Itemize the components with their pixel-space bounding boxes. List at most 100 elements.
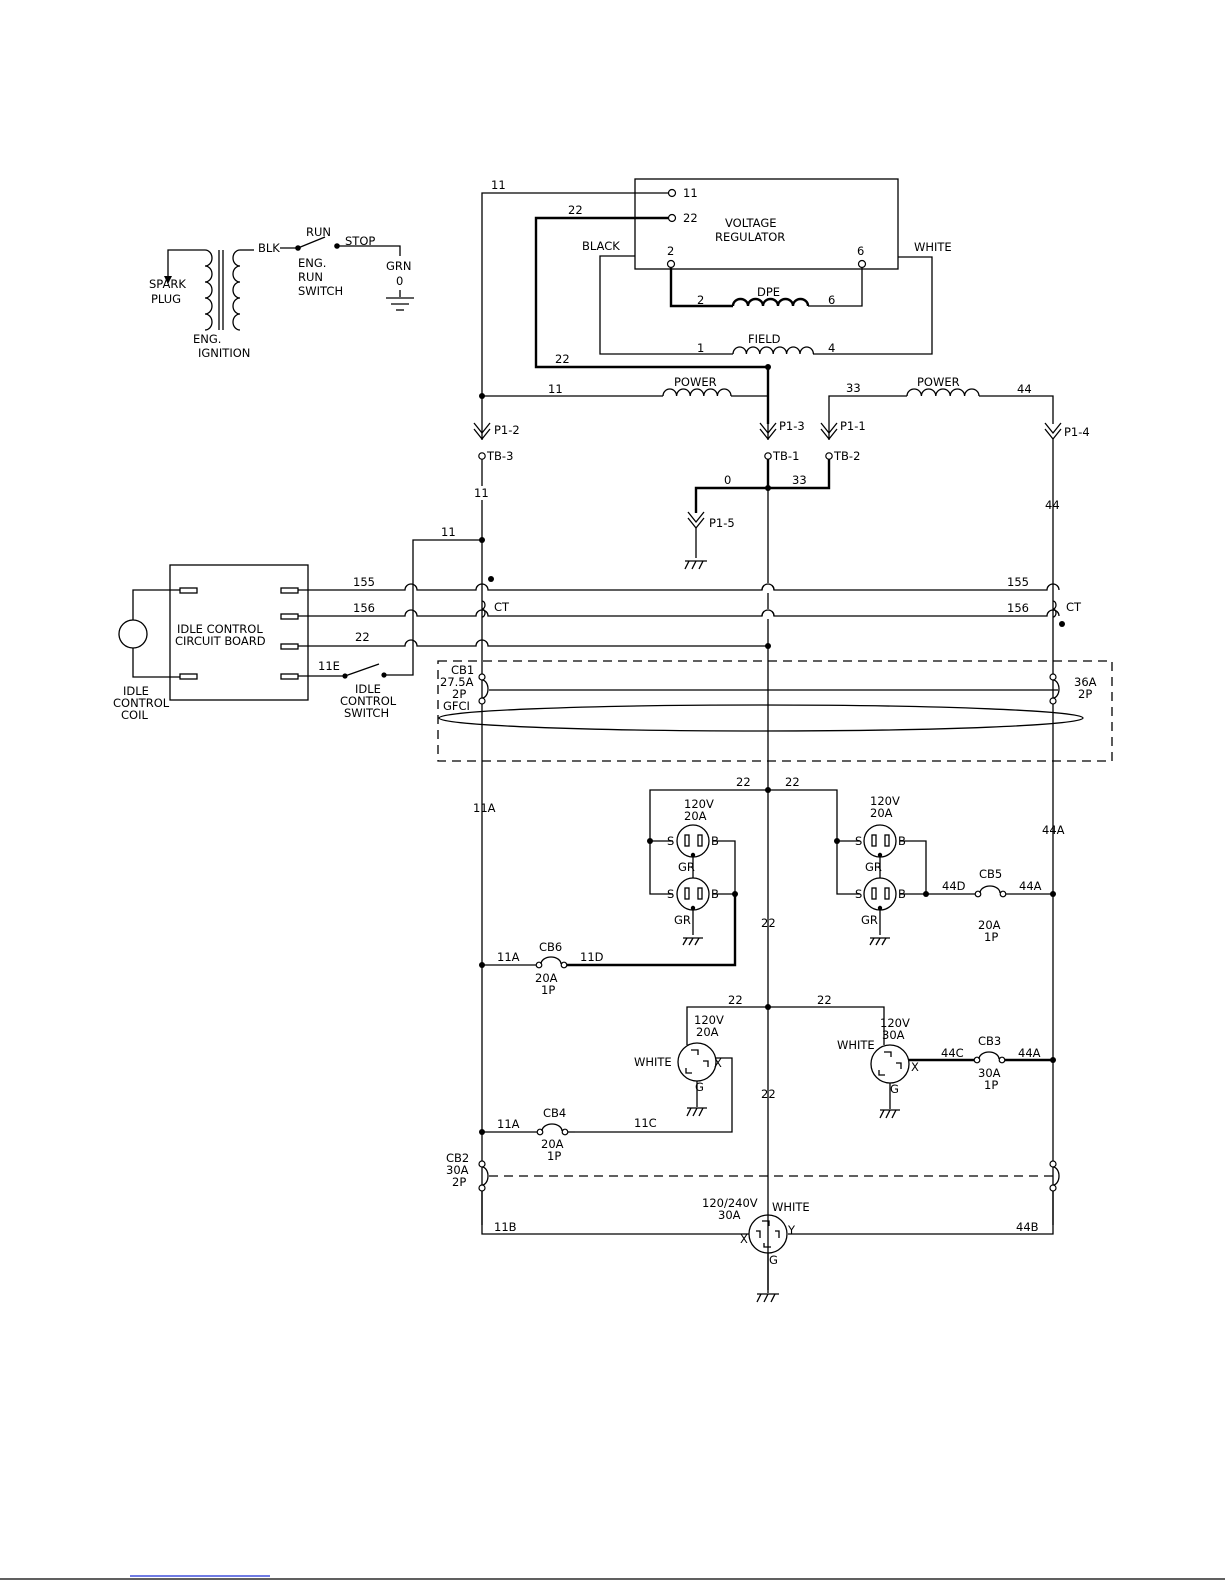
tb-3-label: TB-3 <box>486 449 513 463</box>
reg-term-11-label: 11 <box>683 186 698 200</box>
wire-11a-left-label: 11A <box>473 801 496 815</box>
wire-11b-label: 11B <box>494 1220 517 1234</box>
run-switch-blade <box>297 236 326 249</box>
dl-s-label: S <box>667 834 674 848</box>
regulator-title: VOLTAGE <box>725 216 777 230</box>
eng-run-switch-label-3: SWITCH <box>298 284 343 298</box>
dl-gr-label: GR <box>678 860 695 874</box>
p1-5-label: P1-5 <box>709 516 735 530</box>
cb5-breaker: 44D CB5 44A 20A 1P <box>926 867 1056 944</box>
grn-label: GRN <box>386 259 412 273</box>
reg-terminal-2 <box>666 259 676 269</box>
tl-white-label: WHITE <box>634 1055 672 1069</box>
spark-plug-label-2: PLUG <box>151 292 181 306</box>
wire-44b-label: 44B <box>1016 1220 1039 1234</box>
wire-11-top-label: 11 <box>491 178 506 192</box>
reg-terminal-11 <box>667 188 677 198</box>
cb1-gfci-label: GFCI <box>443 699 470 713</box>
field-winding: FIELD 1 4 <box>599 255 933 355</box>
blk-label: BLK <box>258 241 280 255</box>
dr-gr-label: GR <box>865 860 882 874</box>
wire-44a-right-label: 44A <box>1042 823 1065 837</box>
dr-s-label: S <box>855 834 862 848</box>
eng-ignition-label-2: IGNITION <box>198 346 250 360</box>
cb1-poles-label: 2P <box>452 687 466 701</box>
cb4-label: CB4 <box>543 1106 566 1120</box>
stop-label: STOP <box>345 234 375 248</box>
dpe-label: DPE <box>757 285 780 299</box>
cb2-breaker: CB2 30A 2P <box>446 1151 1060 1192</box>
cb6-breaker: 11A CB6 11D 20A 1P <box>479 894 737 997</box>
wire-22-mid-label: 22 <box>761 916 776 930</box>
wire-156-left-label: 156 <box>353 601 375 615</box>
main-volt-label: 120/240V <box>702 1196 758 1210</box>
dr-volt-label: 120V <box>870 794 900 808</box>
tr-g-label: G <box>890 1082 899 1096</box>
cb1-rating-label: 27.5A <box>440 675 474 689</box>
tl-volt-label: 120V <box>694 1013 724 1027</box>
dr-s2-label: S <box>855 887 862 901</box>
idle-control-switch: 11E IDLE CONTROL SWITCH <box>298 659 414 720</box>
wire-11a-cb6-label: 11A <box>497 950 520 964</box>
cb6-rating-label: 20A <box>535 971 558 985</box>
dpe-left-label: 2 <box>697 293 704 307</box>
idle-board-label: IDLE CONTROL <box>177 622 263 636</box>
voltage-regulator: VOLTAGE REGULATOR 11 22 2 6 BLACK WHITE <box>582 178 952 270</box>
main-receptacle-240v: 120/240V 30A WHITE X Y G <box>702 1196 810 1303</box>
connector-p1-5: P1-5 <box>684 511 735 570</box>
idle-control-coil: IDLE CONTROL COIL <box>113 589 180 722</box>
idle-control-circuit-board: IDLE CONTROL CIRCUIT BOARD <box>169 564 309 701</box>
wire-155-left-label: 155 <box>353 575 375 589</box>
connector-p1-2: P1-2 TB-3 <box>473 396 520 486</box>
ground-zero-label: 0 <box>396 274 403 288</box>
chassis-ground-icon <box>869 937 890 946</box>
cb2-label: CB2 <box>446 1151 469 1165</box>
ignition-coil-icon <box>204 249 241 331</box>
cb4-rating-label: 20A <box>541 1137 564 1151</box>
cb5-rating-label: 20A <box>978 918 1001 932</box>
power-b-label: POWER <box>917 375 960 389</box>
wire-22-a-label: 22 <box>736 775 751 789</box>
cb3-label: CB3 <box>978 1034 1001 1048</box>
tr-x-label: X <box>911 1060 919 1074</box>
power-a-label: POWER <box>674 375 717 389</box>
dl-volt-label: 120V <box>684 797 714 811</box>
p1-1-label: P1-1 <box>840 419 866 433</box>
p1-3-label: P1-3 <box>779 419 805 433</box>
cb1-right-rating-label: 36A <box>1074 675 1097 689</box>
wire-44c-label: 44C <box>941 1046 964 1060</box>
chassis-ground-icon <box>879 1109 900 1119</box>
tr-white-label: WHITE <box>837 1038 875 1052</box>
wire-0-label: 0 <box>724 473 731 487</box>
wire-11d-label: 11D <box>580 950 604 964</box>
wire-11-idle-label: 11 <box>441 525 456 539</box>
wire-44a-cb5-label: 44A <box>1019 879 1042 893</box>
wire-22-b-label: 22 <box>785 775 800 789</box>
dl-s2-label: S <box>667 887 674 901</box>
regulator-title-2: REGULATOR <box>715 230 785 244</box>
p1-4-label: P1-4 <box>1064 425 1090 439</box>
wire-155-right-label: 155 <box>1007 575 1029 589</box>
idle-board-label-2: CIRCUIT BOARD <box>175 634 266 648</box>
coil-icon <box>118 619 148 649</box>
main-white-label: WHITE <box>772 1200 810 1214</box>
wire-44-mid-label: 44 <box>1045 498 1060 512</box>
wire-44a-cb3-label: 44A <box>1018 1046 1041 1060</box>
dl-gr2-label: GR <box>674 913 691 927</box>
p1-2-label: P1-2 <box>494 423 520 437</box>
wire-33-tb-label: 33 <box>792 473 807 487</box>
wire-22-left-label: 22 <box>555 352 570 366</box>
wire-22-idle-label: 22 <box>355 630 370 644</box>
ct-right-label: CT <box>1066 600 1082 614</box>
wire-11-power-label: 11 <box>548 382 563 396</box>
field-right-label: 4 <box>828 341 835 355</box>
tb-1-label: TB-1 <box>772 449 799 463</box>
dr-amp-label: 20A <box>870 806 893 820</box>
chassis-ground-icon <box>686 1107 707 1117</box>
main-amp-label: 30A <box>718 1208 741 1222</box>
chassis-ground-icon <box>682 937 703 946</box>
wire-33-power-label: 33 <box>846 381 861 395</box>
twistlock-receptacle-30a: 120V 30A WHITE X G <box>837 1016 919 1119</box>
reg-terminal-22 <box>667 213 677 223</box>
